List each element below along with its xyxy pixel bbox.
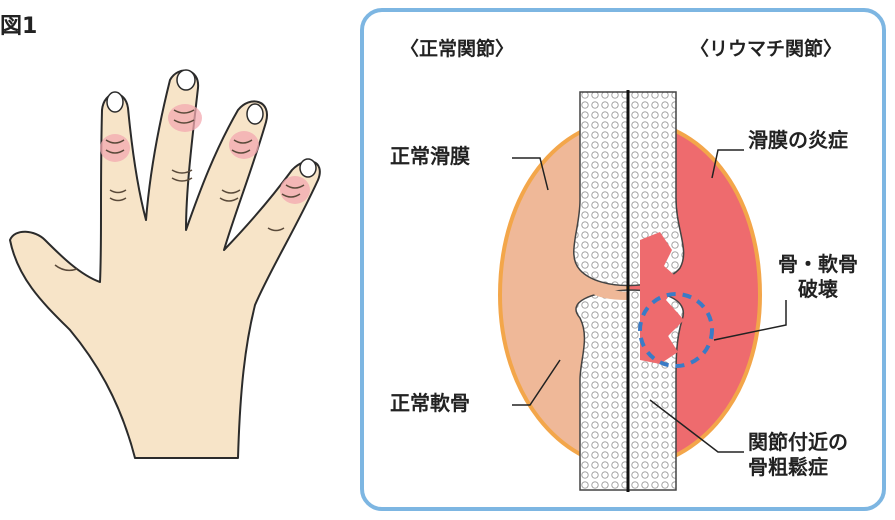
label-destruction: 骨・軟骨 破壊 xyxy=(778,252,858,302)
label-normal-synovium: 正常滑膜 xyxy=(390,144,470,169)
label-destruction-line2: 破壊 xyxy=(778,277,858,302)
label-osteoporosis-line1: 関節付近の xyxy=(748,430,848,455)
heading-normal-joint: 〈正常関節〉 xyxy=(400,38,514,62)
label-synovitis: 滑膜の炎症 xyxy=(748,128,848,153)
heading-ra-joint: 〈リウマチ関節〉 xyxy=(690,38,842,62)
label-normal-cartilage: 正常軟骨 xyxy=(390,391,470,416)
label-osteoporosis: 関節付近の 骨粗鬆症 xyxy=(748,430,848,480)
label-destruction-line1: 骨・軟骨 xyxy=(778,252,858,277)
label-osteoporosis-line2: 骨粗鬆症 xyxy=(748,455,848,480)
